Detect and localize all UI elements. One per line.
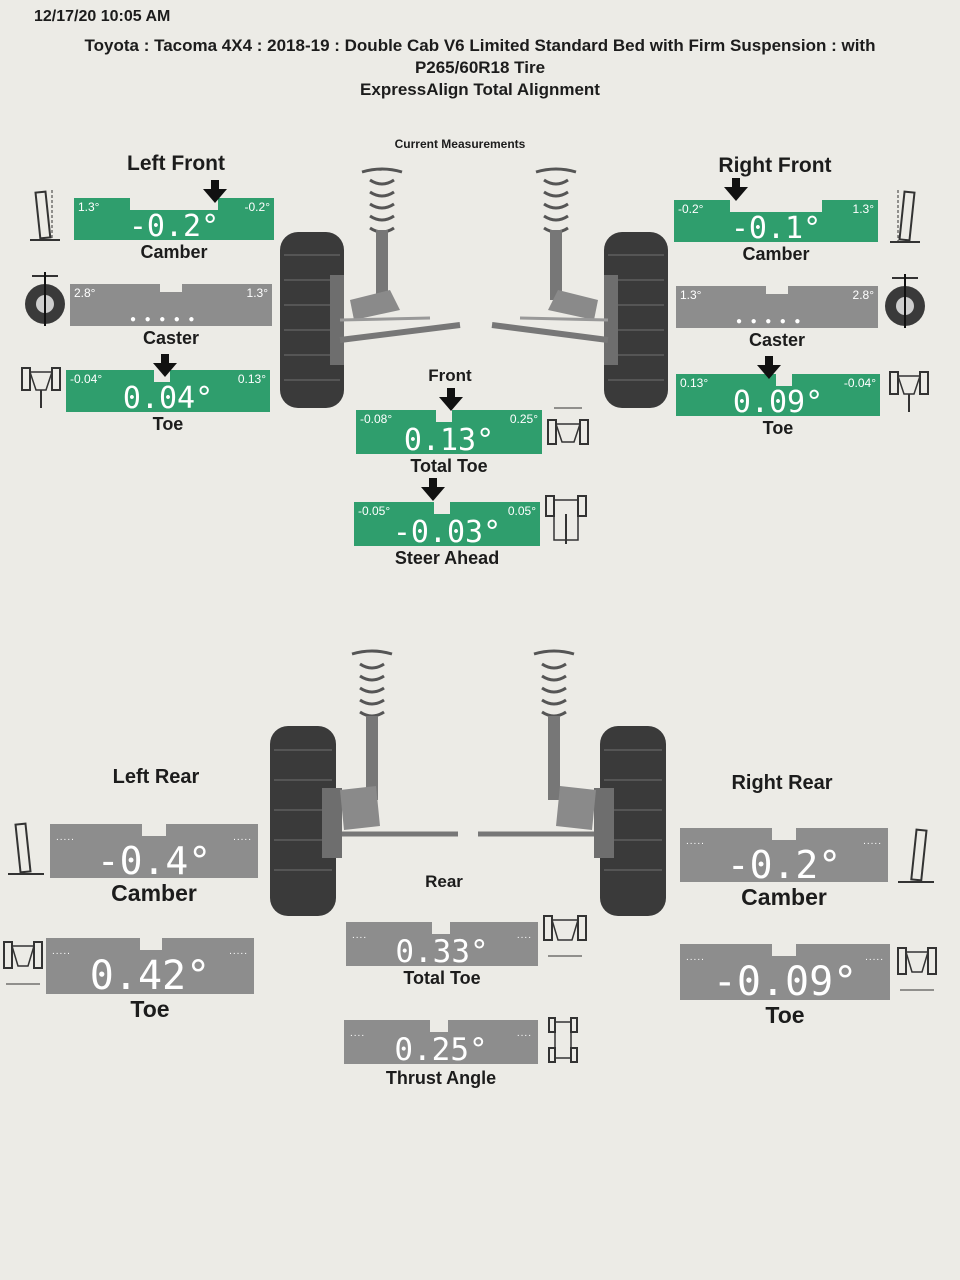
left-front-caster-min: 2.8° — [74, 286, 96, 300]
toe-diagram-icon — [3, 941, 43, 985]
right-front-toe-label: Toe — [762, 418, 794, 438]
left-rear-camber-gauge: ..... ..... -0.4° — [50, 824, 258, 883]
right-rear-toe-value: -0.09° — [712, 959, 858, 1005]
right-front-camber-min: -0.2° — [678, 202, 704, 216]
total-toe-diagram-icon — [547, 407, 589, 445]
toe-diagram-icon — [889, 371, 929, 412]
right-front-caster-label: Caster — [748, 330, 806, 350]
left-front-camber-value: -0.2° — [128, 209, 220, 244]
right-front-tire — [604, 232, 668, 408]
steer-ahead-gauge: -0.05° 0.05° -0.03° — [354, 502, 540, 550]
right-rear-camber-gauge: ..... ..... -0.2° — [680, 828, 888, 887]
right-rear-toe-label: Toe — [765, 1002, 805, 1028]
camber-diagram-icon — [898, 828, 934, 883]
left-front-camber-gauge: 1.3° -0.2° -0.2° — [74, 198, 274, 244]
right-front-toe-min: 0.13° — [680, 376, 709, 390]
left-rear-camber-value: -0.4° — [96, 839, 212, 883]
tire-size: P265/60R18 Tire — [414, 58, 546, 77]
right-front-toe-max: -0.04° — [843, 376, 876, 390]
front-total-toe-label: Total Toe — [410, 456, 488, 476]
camber-diagram-icon — [890, 190, 920, 243]
right-rear-camber-label: Camber — [741, 884, 827, 910]
right-front-caster-gauge: 1.3° 2.8° ● ● ● ● ● — [676, 286, 878, 328]
left-front-camber-max: -0.2° — [244, 200, 270, 214]
left-front-title: Left Front — [127, 152, 225, 175]
steer-ahead-label: Steer Ahead — [394, 548, 500, 568]
left-rear-toe-value: 0.42° — [89, 953, 211, 999]
rear-suspension-illustration — [270, 649, 666, 916]
left-front-toe-gauge: -0.04° 0.13° 0.04° — [66, 370, 270, 416]
toe-diagram-icon — [21, 367, 61, 408]
steer-ahead-value: -0.03° — [392, 515, 502, 550]
left-rear-tire — [270, 726, 336, 916]
caster-diagram-icon — [25, 272, 65, 326]
right-front-toe-gauge: 0.13° -0.04° 0.09° — [676, 374, 880, 420]
left-front-tire — [280, 232, 344, 408]
right-front-camber-indicator-icon — [724, 187, 748, 201]
right-front-camber-label: Camber — [742, 244, 810, 264]
right-rear-tire — [600, 726, 666, 916]
steer-ahead-min: -0.05° — [358, 504, 391, 518]
thrust-angle-value: 0.25° — [394, 1032, 488, 1068]
rear-title: Rear — [425, 872, 463, 891]
right-rear-title: Right Rear — [731, 772, 833, 794]
front-suspension-illustration — [280, 167, 668, 408]
left-front-toe-max: 0.13° — [237, 372, 266, 386]
toe-diagram-icon — [897, 947, 937, 991]
left-front-camber-indicator-icon — [203, 189, 227, 203]
left-rear-toe-label: Toe — [130, 996, 170, 1022]
front-total-toe-max: 0.25° — [509, 412, 538, 426]
left-rear-title: Left Rear — [112, 766, 200, 788]
vehicle-description: Toyota : Tacoma 4X4 : 2018-19 : Double C… — [84, 36, 876, 55]
section-title: Current Measurements — [394, 137, 526, 151]
camber-diagram-icon — [8, 822, 44, 875]
left-front-toe-value: 0.04° — [122, 381, 214, 416]
front-title: Front — [428, 366, 472, 385]
left-front-camber-label: Camber — [140, 242, 208, 262]
right-front-camber-value: -0.1° — [730, 211, 822, 246]
left-rear-toe-gauge: ..... ..... 0.42° — [46, 938, 254, 999]
right-front-toe-value: 0.09° — [732, 385, 824, 420]
caster-diagram-icon — [885, 274, 925, 328]
steer-ahead-indicator-icon — [421, 487, 445, 501]
right-rear-camber-value: -0.2° — [726, 843, 842, 887]
rear-total-toe-value: 0.33° — [395, 934, 489, 970]
right-front-camber-gauge: -0.2° 1.3° -0.1° — [674, 200, 878, 246]
right-front-camber-max: 1.3° — [852, 202, 874, 216]
right-rear-toe-gauge: ..... ..... -0.09° — [680, 944, 890, 1005]
steer-ahead-diagram-icon — [545, 495, 587, 544]
camber-diagram-icon — [30, 190, 60, 241]
left-front-caster-label: Caster — [142, 328, 200, 348]
steer-ahead-max: 0.05° — [507, 504, 536, 518]
rear-total-toe-label: Total Toe — [403, 968, 481, 988]
total-toe-diagram-icon — [543, 915, 587, 957]
right-front-caster-max: 2.8° — [852, 288, 874, 302]
front-total-toe-gauge: -0.08° 0.25° 0.13° — [356, 410, 542, 458]
right-front-toe-indicator-icon — [757, 365, 781, 379]
thrust-angle-gauge: .... .... 0.25° — [344, 1020, 538, 1068]
right-front-caster-min: 1.3° — [680, 288, 702, 302]
front-total-toe-min: -0.08° — [360, 412, 393, 426]
left-rear-camber-label: Camber — [111, 880, 197, 906]
service-name: ExpressAlign Total Alignment — [360, 80, 600, 99]
left-front-camber-min: 1.3° — [78, 200, 100, 214]
left-front-toe-indicator-icon — [153, 363, 177, 377]
thrust-angle-diagram-icon — [548, 1017, 578, 1063]
right-front-title: Right Front — [718, 154, 832, 177]
left-front-caster-gauge: 2.8° 1.3° ● ● ● ● ● — [70, 284, 272, 326]
report-timestamp: 12/17/20 10:05 AM — [34, 8, 171, 25]
front-total-toe-value: 0.13° — [403, 423, 495, 458]
front-total-toe-indicator-icon — [439, 397, 463, 411]
left-front-caster-max: 1.3° — [246, 286, 268, 300]
rear-total-toe-gauge: .... .... 0.33° — [346, 922, 538, 970]
left-front-toe-label: Toe — [152, 414, 184, 434]
left-front-toe-min: -0.04° — [70, 372, 103, 386]
thrust-angle-label: Thrust Angle — [385, 1068, 497, 1088]
